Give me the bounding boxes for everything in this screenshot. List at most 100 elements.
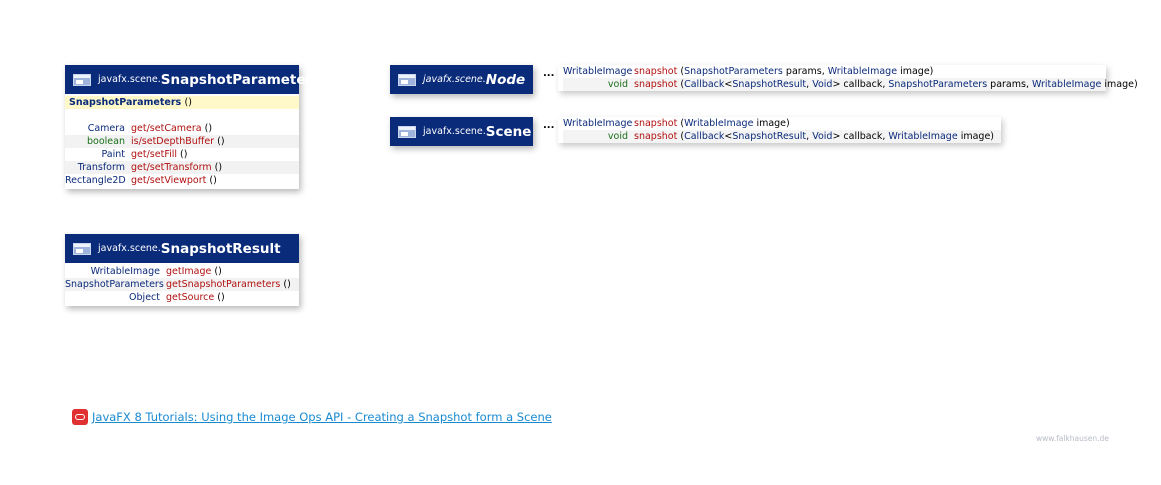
generic-comma: ,: [806, 79, 813, 90]
member-args: (): [217, 292, 225, 303]
method-return-type: void: [607, 79, 628, 90]
member-type: Transform: [77, 162, 125, 173]
class-name: SnapshotResult: [160, 240, 281, 257]
generic-open: <: [724, 79, 733, 90]
tutorial-link[interactable]: JavaFX 8 Tutorials: Using the Image Ops …: [92, 410, 552, 424]
param-type: Callback: [684, 79, 725, 90]
oracle-icon: [72, 409, 88, 425]
snapshot-result-class-box: javafx.scene. SnapshotResult WritableIma…: [65, 234, 299, 306]
member-row[interactable]: Camera get/setCamera (): [65, 122, 299, 135]
member-method: get/setFill: [131, 149, 178, 160]
snapshot-parameters-header[interactable]: javafx.scene. SnapshotParameters: [65, 65, 320, 94]
node-class-box: javafx.scene. Node: [390, 65, 533, 94]
generic-type: SnapshotResult: [732, 79, 807, 90]
param-name: image): [753, 118, 790, 129]
member-type: Paint: [101, 149, 125, 160]
footer-credit: www.falkhausen.de: [1036, 434, 1109, 443]
class-icon: [398, 125, 416, 138]
tutorial-link-row: JavaFX 8 Tutorials: Using the Image Ops …: [72, 409, 552, 425]
member-method: getSnapshotParameters: [166, 279, 281, 290]
member-type: SnapshotParameters: [65, 279, 164, 290]
constructor-name: SnapshotParameters: [69, 97, 182, 108]
param-name: image): [897, 66, 934, 77]
member-method: getSource: [166, 292, 215, 303]
member-args: (): [217, 136, 225, 147]
member-row[interactable]: Object getSource (): [65, 291, 299, 304]
scene-class-box: javafx.scene. Scene: [390, 117, 533, 146]
member-type: Camera: [87, 123, 125, 134]
member-method: is/setDepthBuffer: [131, 136, 215, 147]
member-row[interactable]: Paint get/setFill (): [65, 148, 299, 161]
param-type: WritableImage: [888, 131, 958, 142]
param-name: > callback,: [832, 79, 889, 90]
member-row[interactable]: Transform get/setTransform (): [65, 161, 299, 174]
class-name: SnapshotParameters: [160, 71, 321, 88]
member-args: (): [204, 123, 213, 134]
generic-type: Void: [812, 131, 833, 142]
generic-comma: ,: [806, 131, 813, 142]
method-name: snapshot: [634, 66, 678, 77]
member-row[interactable]: WritableImage getImage (): [65, 265, 299, 278]
param-type: SnapshotParameters: [684, 66, 783, 77]
paren-open: (: [680, 131, 685, 142]
class-icon: [398, 73, 416, 86]
param-name: > callback,: [832, 131, 889, 142]
package-label: javafx.scene.: [98, 74, 161, 85]
param-name: params,: [987, 79, 1032, 90]
class-name: Node: [485, 71, 526, 88]
method-return-type: void: [607, 131, 628, 142]
method-name: snapshot: [634, 118, 678, 129]
param-type: WritableImage: [684, 118, 754, 129]
member-row[interactable]: Rectangle2D get/setViewport (): [65, 174, 299, 187]
member-type: Object: [129, 292, 160, 303]
member-row[interactable]: boolean is/setDepthBuffer (): [65, 135, 299, 148]
member-method: get/setTransform: [131, 162, 212, 173]
paren-open: (: [680, 79, 685, 90]
param-name: image): [957, 131, 995, 142]
package-label: javafx.scene.: [98, 243, 161, 254]
param-type: SnapshotParameters: [888, 79, 988, 90]
member-type: boolean: [87, 136, 125, 147]
method-row[interactable]: void snapshot (Callback<SnapshotResult, V…: [563, 130, 1001, 143]
scene-header[interactable]: javafx.scene. Scene: [390, 117, 533, 146]
member-args: (): [283, 279, 291, 290]
scene-ellipsis: ...: [543, 120, 555, 131]
param-type: Callback: [684, 131, 725, 142]
class-name: Scene: [485, 123, 532, 140]
constructor-row[interactable]: SnapshotParameters (): [65, 96, 299, 109]
param-name: params,: [782, 66, 828, 77]
member-args: (): [214, 162, 223, 173]
member-type: WritableImage: [90, 266, 160, 277]
method-return-type: WritableImage: [563, 66, 633, 77]
member-method: getImage: [166, 266, 212, 277]
param-type: WritableImage: [827, 66, 898, 77]
node-header[interactable]: javafx.scene. Node: [390, 65, 533, 94]
member-args: (): [209, 175, 217, 186]
paren-open: (: [680, 118, 685, 129]
package-label: javafx.scene.: [423, 74, 486, 85]
member-type: Rectangle2D: [65, 175, 126, 186]
class-icon: [73, 73, 91, 86]
generic-open: <: [724, 131, 733, 142]
constructor-args: (): [184, 97, 192, 108]
snapshot-parameters-class-box: javafx.scene. SnapshotParameters Snapsho…: [65, 65, 320, 189]
package-label: javafx.scene.: [423, 126, 486, 137]
method-name: snapshot: [634, 79, 678, 90]
param-type: WritableImage: [1032, 79, 1102, 90]
member-method: get/setCamera: [131, 123, 202, 134]
snapshot-result-header[interactable]: javafx.scene. SnapshotResult: [65, 234, 299, 263]
generic-type: SnapshotResult: [732, 131, 807, 142]
member-method: get/setViewport: [131, 175, 207, 186]
paren-open: (: [680, 66, 685, 77]
member-args: (): [180, 149, 188, 160]
method-return-type: WritableImage: [563, 118, 633, 129]
class-icon: [73, 242, 91, 255]
method-name: snapshot: [634, 131, 678, 142]
member-args: (): [214, 266, 222, 277]
